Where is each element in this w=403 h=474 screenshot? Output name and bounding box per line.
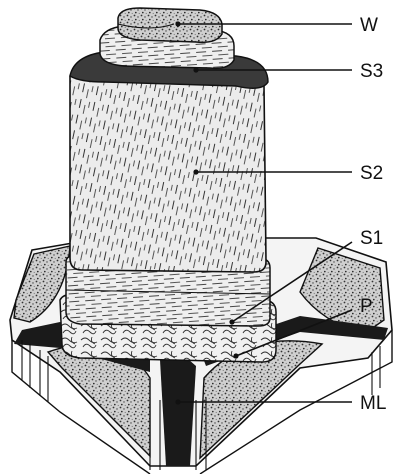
label-w: W (360, 15, 378, 36)
label-ml: ML (360, 393, 386, 414)
label-s2: S2 (360, 163, 383, 184)
layer-s2 (70, 60, 266, 272)
label-p: P (360, 296, 373, 317)
middle-lamella-band (160, 352, 196, 466)
label-s1: S1 (360, 228, 383, 249)
label-s3: S3 (360, 61, 383, 82)
central-cell (60, 8, 276, 362)
